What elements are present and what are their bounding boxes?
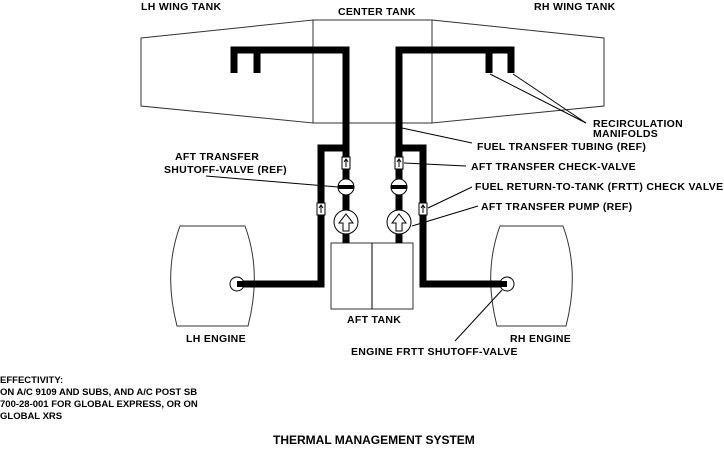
- aft-transfer-pump-label: AFT TRANSFER PUMP (REF): [481, 201, 632, 213]
- aft-transfer-check-valve-right: [394, 156, 404, 170]
- engine-frtt-shutoff-valve-left: [229, 276, 245, 292]
- fuel-transfer-tubing-label: FUEL TRANSFER TUBING (REF): [477, 141, 646, 153]
- effectivity-heading: EFFECTIVITY:: [0, 375, 63, 386]
- lh-wing-tank-label: LH WING TANK: [141, 1, 222, 13]
- lh-wing-tank: [140, 19, 314, 124]
- rh-wing-tank: [431, 19, 605, 124]
- engine-frtt-shutoff-valve-right: [499, 276, 515, 292]
- rh-engine-label: RH ENGINE: [510, 333, 571, 345]
- frtt-check-valve-left: [316, 202, 326, 216]
- aft-transfer-shutoff-valve-right: [390, 178, 408, 196]
- lh-engine-label: LH ENGINE: [186, 333, 246, 345]
- effectivity-line-3: GLOBAL XRS: [0, 411, 62, 422]
- recirculation-manifolds-label-1: RECIRCULATION: [593, 118, 683, 130]
- center-tank: [312, 19, 433, 124]
- aft-transfer-pump-left: [333, 209, 359, 235]
- rh-engine: [490, 225, 573, 327]
- aft-tank: [330, 242, 414, 310]
- aft-transfer-check-valve-left: [341, 156, 351, 170]
- effectivity-line-2: 700-28-001 FOR GLOBAL EXPRESS, OR ON: [0, 399, 198, 410]
- wing-tank-assembly: [140, 19, 605, 124]
- effectivity-line-1: ON A/C 9109 AND SUBS, AND A/C POST SB: [0, 387, 197, 398]
- fuel-transfer-tubing: [230, 46, 515, 288]
- frtt-check-valve-label: FUEL RETURN-TO-TANK (FRTT) CHECK VALVE: [475, 181, 723, 193]
- leader-lines: [205, 73, 587, 342]
- lh-engine: [170, 225, 255, 327]
- rh-wing-tank-label: RH WING TANK: [534, 1, 616, 13]
- engine-frtt-shutoff-valve-label: ENGINE FRTT SHUTOFF-VALVE: [351, 346, 518, 358]
- recirculation-manifolds-label-2: MANIFOLDS: [593, 128, 658, 140]
- aft-tank-label: AFT TANK: [347, 314, 401, 326]
- aft-transfer-shutoff-valve-label-2: SHUTOFF-VALVE (REF): [164, 164, 287, 176]
- aft-transfer-check-valve-label: AFT TRANSFER CHECK-VALVE: [471, 161, 636, 173]
- aft-transfer-pump-right: [386, 209, 412, 235]
- aft-transfer-shutoff-valve-label-1: AFT TRANSFER: [175, 151, 259, 163]
- effectivity-note: EFFECTIVITY: ON A/C 9109 AND SUBS, AND A…: [0, 375, 198, 422]
- aft-transfer-shutoff-valve-left: [337, 178, 355, 196]
- frtt-check-valve-right: [418, 202, 428, 216]
- center-tank-label: CENTER TANK: [338, 6, 416, 18]
- diagram-title: THERMAL MANAGEMENT SYSTEM: [273, 433, 475, 447]
